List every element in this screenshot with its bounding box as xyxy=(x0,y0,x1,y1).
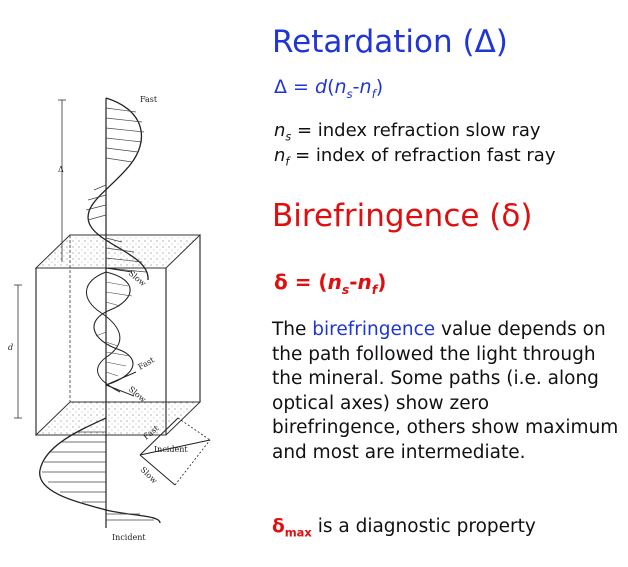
lower-incident-wave xyxy=(39,417,161,524)
retardation-formula: Δ = d(ns-nf) xyxy=(274,76,384,101)
fast-mid-label: Fast xyxy=(137,355,157,372)
d-label: d xyxy=(8,343,13,352)
birefringence-term: birefringence xyxy=(312,319,436,340)
inner-wave-fast xyxy=(86,271,121,393)
birefringence-diagram: d Δ Fast Slow Fast xyxy=(8,95,211,542)
incident-right-label: Incident xyxy=(154,445,188,454)
inner-wave-slow xyxy=(93,271,134,386)
incident-bottom-label: Incident xyxy=(112,533,146,542)
upper-fast-wave xyxy=(87,97,149,281)
crystal-bottom-face xyxy=(34,401,202,436)
crystal-top-face xyxy=(34,234,202,269)
fast-top-label: Fast xyxy=(140,95,158,104)
definition-ns: ns = index refraction slow ray xyxy=(274,120,541,144)
diagnostic-statement: δmax is a diagnostic property xyxy=(272,516,536,540)
retardation-title: Retardation (Δ) xyxy=(272,24,508,60)
delta-label: Δ xyxy=(58,165,64,174)
birefringence-title: Birefringence (δ) xyxy=(272,198,533,234)
birefringence-formula: δ = (ns-nf) xyxy=(274,270,387,297)
birefringence-description: The birefringence value depends on the p… xyxy=(272,319,619,463)
definition-nf: nf = index of refraction fast ray xyxy=(274,145,556,169)
